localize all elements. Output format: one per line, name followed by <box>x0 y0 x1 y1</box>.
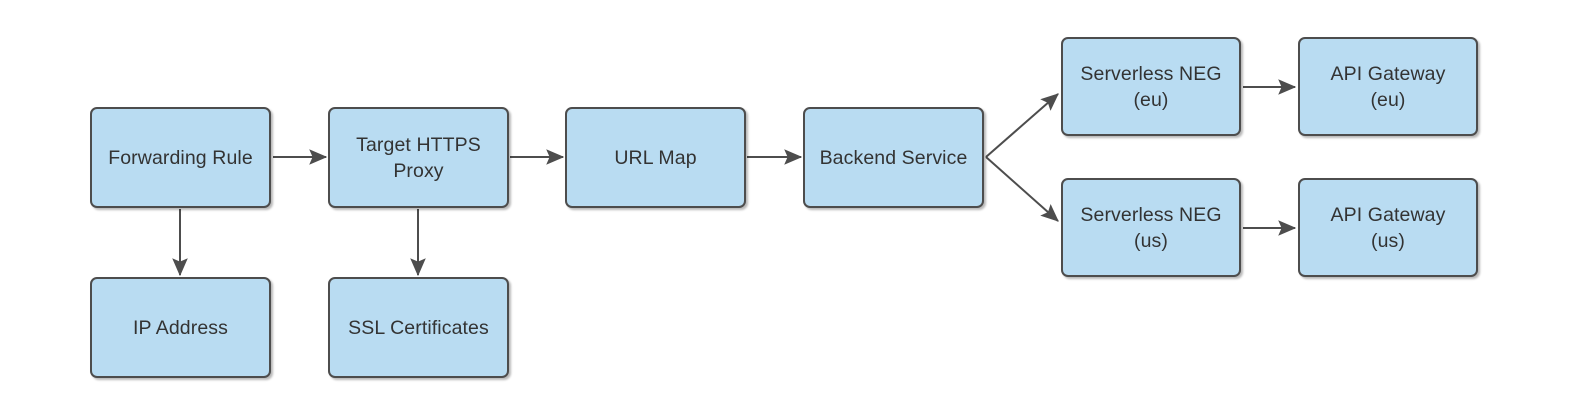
node-label: IP Address <box>133 316 228 339</box>
node-label: Target HTTPS Proxy <box>356 133 481 182</box>
node-forwarding-rule[interactable]: Forwarding Rule <box>90 107 271 208</box>
node-label: API Gateway (eu) <box>1330 62 1446 111</box>
node-label: Serverless NEG (eu) <box>1080 62 1222 111</box>
node-label: API Gateway (us) <box>1330 203 1446 252</box>
node-label: SSL Certificates <box>348 316 489 339</box>
node-label: URL Map <box>614 146 697 169</box>
node-api-gateway-eu[interactable]: API Gateway (eu) <box>1298 37 1478 136</box>
node-target-https-proxy[interactable]: Target HTTPS Proxy <box>328 107 509 208</box>
node-label: Forwarding Rule <box>108 146 253 169</box>
node-label: Backend Service <box>819 146 968 169</box>
node-serverless-neg-eu[interactable]: Serverless NEG (eu) <box>1061 37 1241 136</box>
node-ssl-certificates[interactable]: SSL Certificates <box>328 277 509 378</box>
node-api-gateway-us[interactable]: API Gateway (us) <box>1298 178 1478 277</box>
node-url-map[interactable]: URL Map <box>565 107 746 208</box>
node-serverless-neg-us[interactable]: Serverless NEG (us) <box>1061 178 1241 277</box>
edge-backend-service-to-serverless-neg-us <box>985 156 1059 222</box>
node-ip-address[interactable]: IP Address <box>90 277 271 378</box>
node-label: Serverless NEG (us) <box>1080 203 1222 252</box>
node-backend-service[interactable]: Backend Service <box>803 107 984 208</box>
edge-backend-service-to-serverless-neg-eu <box>985 93 1059 158</box>
